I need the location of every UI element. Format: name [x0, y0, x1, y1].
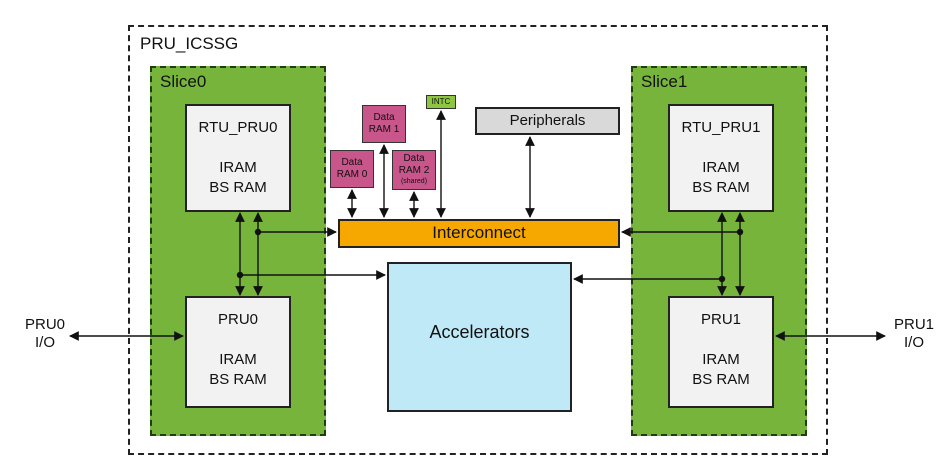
data-ram0-block[interactable]: Data RAM 0 — [330, 150, 374, 188]
accelerators-block[interactable]: Accelerators — [387, 262, 572, 412]
pru1-io-label: PRU1 I/O — [887, 316, 941, 352]
data-ram2-block[interactable]: Data RAM 2 (shared) — [392, 150, 436, 190]
pru0-name: PRU0 — [217, 311, 258, 328]
pru0-block[interactable]: PRU0 IRAM BS RAM — [185, 296, 291, 408]
rtu-pru0-iram: IRAM — [219, 159, 257, 176]
slice1-title: Slice1 — [641, 72, 688, 91]
rtu-pru0-block[interactable]: RTU_PRU0 IRAM BS RAM — [185, 104, 291, 212]
container-title: PRU_ICSSG — [140, 34, 239, 53]
data-ram0-line1: Data — [341, 157, 363, 168]
pru0-bsram: BS RAM — [209, 371, 267, 388]
rtu-pru0-name: RTU_PRU0 — [198, 119, 278, 136]
data-ram2-line2: RAM 2 — [398, 165, 430, 176]
slice0-title: Slice0 — [160, 72, 207, 91]
intc-block[interactable]: INTC — [426, 95, 456, 109]
interconnect-bus[interactable]: Interconnect — [338, 219, 620, 248]
data-ram1-block[interactable]: Data RAM 1 — [362, 105, 406, 143]
pru0-io-line1: PRU0 — [24, 316, 65, 333]
pru1-io-line1: PRU1 — [893, 316, 934, 333]
data-ram1-line1: Data — [373, 112, 395, 123]
data-ram1-line2: RAM 1 — [368, 124, 400, 135]
data-ram2-note: (shared) — [400, 178, 428, 185]
rtu-pru1-block[interactable]: RTU_PRU1 IRAM BS RAM — [668, 104, 774, 212]
pru0-io-label: PRU0 I/O — [18, 316, 72, 352]
pru0-iram: IRAM — [219, 351, 257, 368]
pru1-iram: IRAM — [702, 351, 740, 368]
rtu-pru1-iram: IRAM — [702, 159, 740, 176]
data-ram0-line2: RAM 0 — [336, 169, 368, 180]
pru0-io-line2: I/O — [34, 334, 55, 351]
pru1-name: PRU1 — [700, 311, 741, 328]
peripherals-block[interactable]: Peripherals — [475, 107, 620, 135]
rtu-pru0-bsram: BS RAM — [209, 179, 267, 196]
pru1-io-line2: I/O — [903, 334, 924, 351]
pru-icssg-container — [128, 25, 828, 455]
rtu-pru1-name: RTU_PRU1 — [681, 119, 761, 136]
data-ram2-line1: Data — [403, 153, 425, 164]
rtu-pru1-bsram: BS RAM — [692, 179, 750, 196]
pru1-bsram: BS RAM — [692, 371, 750, 388]
pru1-block[interactable]: PRU1 IRAM BS RAM — [668, 296, 774, 408]
